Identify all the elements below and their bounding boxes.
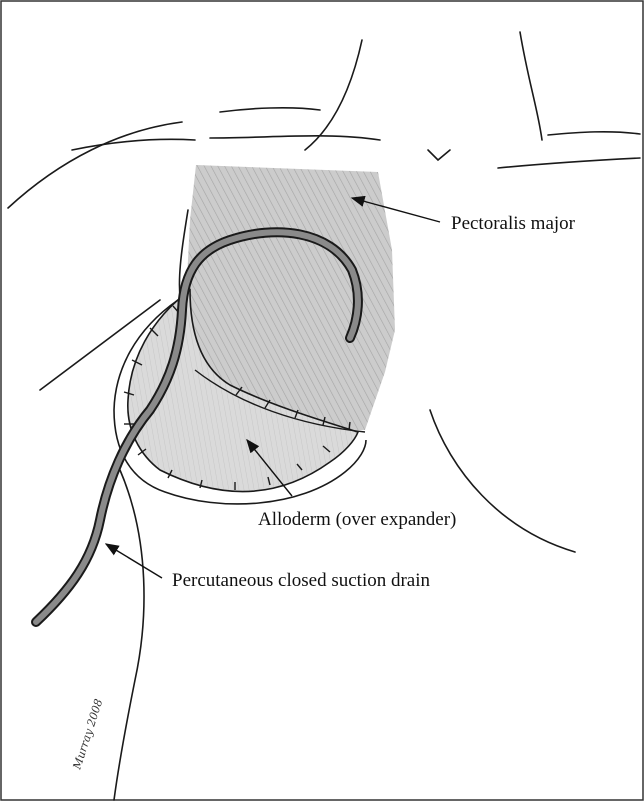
alloderm-label: Alloderm (over expander) [258,509,456,530]
drain-label: Percutaneous closed suction drain [172,570,431,591]
pectoralis-major-label: Pectoralis major [451,213,576,234]
